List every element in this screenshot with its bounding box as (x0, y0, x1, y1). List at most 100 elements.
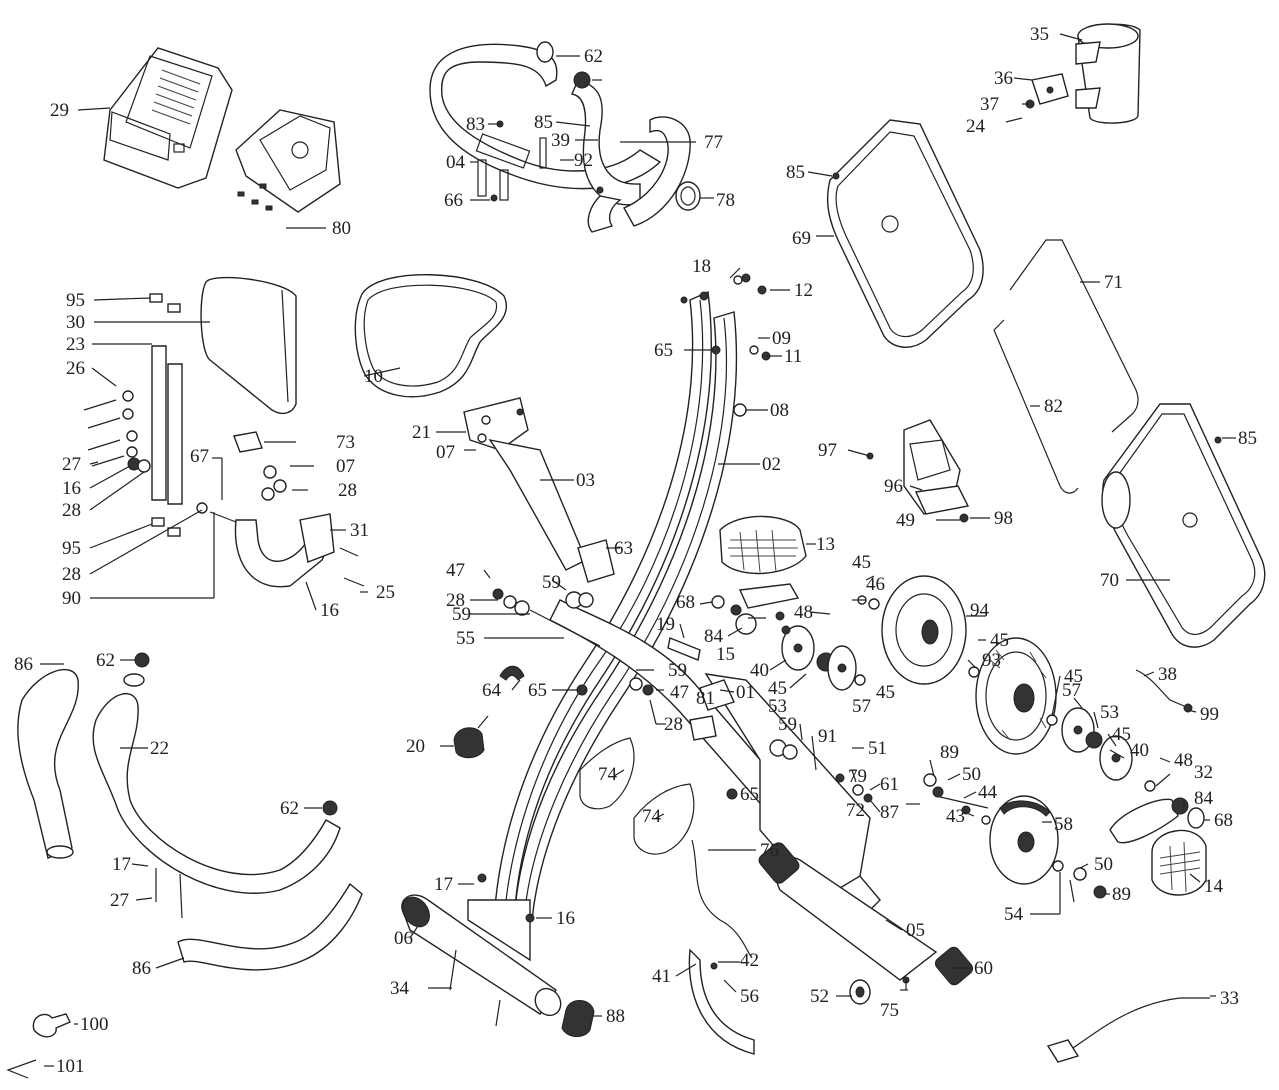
label-22: 22 (150, 738, 169, 759)
backrest-pad-part (200, 276, 297, 415)
label-100: 100 (80, 1014, 109, 1035)
label-45e: 45 (1064, 666, 1083, 687)
label-48: 48 (794, 602, 813, 623)
label-71: 71 (1104, 272, 1123, 293)
label-16c: 16 (556, 908, 575, 929)
handlebar-tube-right-part (92, 673, 341, 894)
pulley-part (989, 795, 1059, 885)
label-65b: 65 (528, 680, 547, 701)
label-45: 45 (768, 678, 787, 699)
label-35: 35 (1030, 24, 1049, 45)
label-37: 37 (980, 94, 999, 115)
label-57: 57 (852, 696, 871, 717)
label-46: 46 (866, 574, 885, 595)
rear-frame-part (549, 599, 974, 986)
label-07b: 07 (336, 456, 355, 477)
label-18: 18 (692, 256, 711, 277)
label-95b: 95 (62, 538, 81, 559)
label-50: 50 (962, 764, 981, 785)
label-48b: 48 (1174, 750, 1193, 771)
axle-part (923, 773, 991, 825)
label-03: 03 (576, 470, 595, 491)
label-40b: 40 (1130, 740, 1149, 761)
label-75: 75 (880, 1000, 899, 1021)
label-82: 82 (1044, 396, 1063, 417)
clip-part (499, 665, 525, 681)
label-94: 94 (970, 600, 990, 621)
label-15: 15 (716, 644, 735, 665)
label-101: 101 (56, 1056, 85, 1077)
label-17: 17 (434, 874, 453, 895)
wrench-part (32, 1013, 71, 1038)
block-81-part (689, 715, 717, 741)
label-80: 80 (332, 218, 351, 239)
label-87: 87 (880, 802, 899, 823)
label-34: 34 (390, 978, 410, 999)
seat-post-part (463, 397, 587, 571)
flywheel-part (857, 575, 967, 685)
front-stabilizer-part (401, 894, 562, 1017)
label-44: 44 (978, 782, 998, 803)
label-45c: 45 (852, 552, 871, 573)
label-16b: 16 (320, 600, 339, 621)
label-26: 26 (66, 358, 85, 379)
end-cap-part (573, 71, 591, 89)
handlebar-tube-left-part (17, 669, 79, 859)
seat-part (354, 273, 507, 398)
label-84: 84 (704, 626, 724, 647)
label-59b: 59 (542, 572, 561, 593)
washer-part (711, 595, 725, 609)
label-09: 09 (772, 328, 791, 349)
plug-part (134, 652, 150, 668)
label-98: 98 (994, 508, 1013, 529)
allen-key-part (6, 1059, 37, 1079)
label-28c: 28 (338, 480, 357, 501)
magnet-bracket-part (688, 948, 755, 1055)
label-39: 39 (551, 130, 570, 151)
label-05: 05 (906, 920, 925, 941)
label-16: 16 (62, 478, 81, 499)
label-86: 86 (14, 654, 33, 675)
backrest-bracket-part (151, 345, 183, 505)
label-78: 78 (716, 190, 735, 211)
label-59c: 59 (668, 660, 687, 681)
left-cover-part (826, 119, 984, 348)
label-74: 74 (598, 764, 618, 785)
handlebar-tube-bottom-part (177, 882, 363, 971)
handlebar-part (429, 41, 691, 233)
bolts-27-part (155, 868, 183, 919)
label-69: 69 (792, 228, 811, 249)
console-bracket-part (235, 109, 341, 213)
label-13: 13 (816, 534, 835, 555)
label-62: 62 (584, 46, 603, 67)
part-labels: 29 80 62 83 85 39 04 92 66 77 78 35 36 3… (14, 24, 1257, 1077)
label-91: 91 (818, 726, 837, 747)
label-81: 81 (696, 688, 715, 709)
leader-lines (40, 33, 1236, 1067)
label-66: 66 (444, 190, 463, 211)
label-10: 10 (364, 366, 383, 387)
label-90: 90 (62, 588, 81, 609)
holder-bolts-part (1005, 99, 1035, 123)
label-68b: 68 (1214, 810, 1233, 831)
end-caps-part (149, 293, 181, 537)
right-pedal-part (1109, 780, 1207, 896)
label-54: 54 (1004, 904, 1024, 925)
label-30: 30 (66, 312, 85, 333)
label-41: 41 (652, 966, 671, 987)
seat-bracket-part (234, 513, 335, 588)
label-17b: 17 (112, 854, 131, 875)
label-60: 60 (974, 958, 993, 979)
label-27: 27 (62, 454, 81, 475)
label-62c: 62 (280, 798, 299, 819)
label-04: 04 (446, 152, 466, 173)
label-38: 38 (1158, 664, 1177, 685)
label-40: 40 (750, 660, 769, 681)
label-89: 89 (940, 742, 959, 763)
right-cover-part (1101, 403, 1266, 648)
pivot-parts (492, 588, 798, 760)
label-85: 85 (534, 112, 553, 133)
label-57b: 57 (1062, 680, 1081, 701)
label-85b: 85 (786, 162, 805, 183)
label-25: 25 (376, 582, 395, 603)
